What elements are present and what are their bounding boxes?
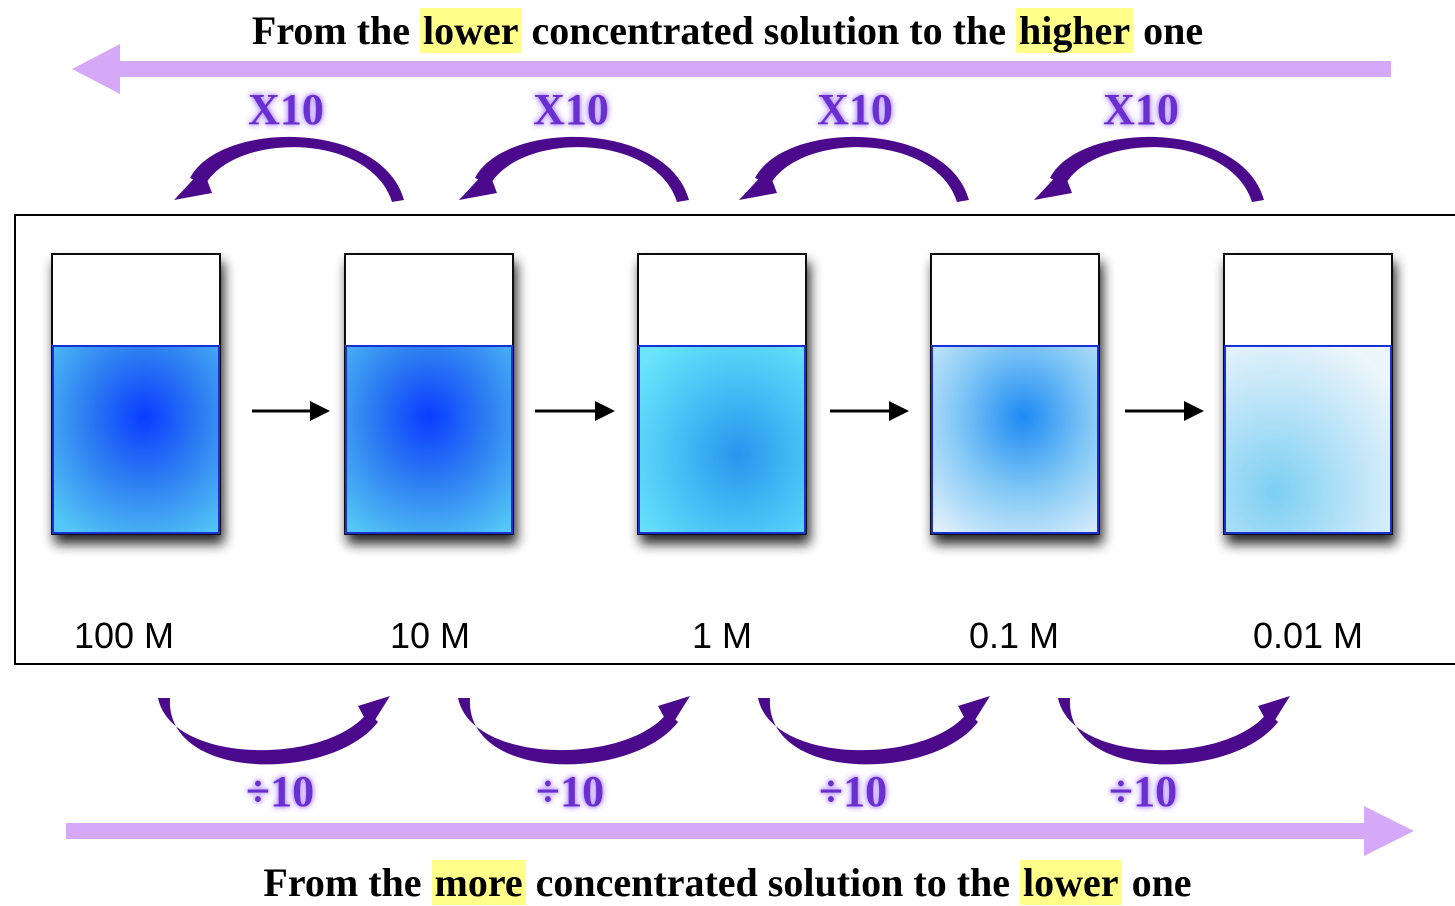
divide-label-3: ÷10: [818, 767, 888, 816]
transfer-arrows: [252, 401, 1204, 421]
transfer-arrow-2: [535, 401, 615, 421]
heading-bottom: From the more concentrated solution to t…: [0, 860, 1455, 906]
multiply-arrow-2: [459, 136, 689, 202]
transfer-arrow-3: [830, 401, 909, 421]
heading-top: From the lower concentrated solution to …: [0, 8, 1455, 54]
concentration-label-4: 0.1 M: [968, 615, 1060, 656]
divide-arrow-1: [158, 696, 390, 765]
heading-top-suffix: one: [1133, 8, 1204, 53]
divide-arrows: [158, 696, 1290, 765]
heading-bottom-prefix: From the: [263, 860, 432, 905]
heading-top-highlight-higher: higher: [1015, 8, 1134, 53]
solution-3: [638, 345, 806, 534]
heading-top-middle: concentrated solution to the: [521, 8, 1016, 53]
solution-1: [52, 345, 220, 534]
beaker-1: [51, 253, 221, 535]
multiply-arrow-3: [739, 136, 969, 202]
multiply-label-4: X10: [1103, 85, 1179, 134]
divide-arrow-4: [1058, 696, 1290, 765]
top-direction-arrow: [72, 44, 1391, 94]
multiply-label-2: X10: [533, 85, 609, 134]
heading-top-prefix: From the: [251, 8, 421, 53]
multiply-label-1: X10: [248, 85, 324, 134]
concentration-label-1: 100 M: [73, 615, 175, 656]
beaker-5: [1223, 253, 1393, 535]
beaker-2: [344, 253, 514, 535]
solution-5: [1224, 345, 1392, 534]
transfer-arrow-4: [1125, 401, 1204, 421]
multiply-label-3: X10: [817, 85, 893, 134]
concentration-label-5: 0.01 M: [1252, 615, 1364, 656]
solution-4: [931, 345, 1099, 534]
divide-label-1: ÷10: [245, 767, 315, 816]
bottom-direction-arrow: [66, 806, 1414, 856]
heading-top-highlight-lower: lower: [420, 8, 522, 53]
divide-arrow-2: [458, 696, 690, 765]
heading-bottom-middle: concentrated solution to the: [525, 860, 1021, 905]
solution-2: [345, 345, 513, 534]
beaker-4: [930, 253, 1100, 535]
multiply-arrow-4: [1034, 136, 1264, 202]
divide-label-4: ÷10: [1108, 767, 1178, 816]
multiply-arrows: [174, 136, 1264, 202]
multiply-arrow-1: [174, 136, 404, 202]
beaker-3: [637, 253, 807, 535]
divide-arrow-3: [758, 696, 990, 765]
concentration-label-3: 1 M: [691, 615, 752, 656]
transfer-arrow-1: [252, 401, 330, 421]
heading-bottom-highlight-lower: lower: [1020, 860, 1122, 905]
divide-label-2: ÷10: [535, 767, 605, 816]
concentration-label-2: 10 M: [389, 615, 471, 656]
heading-bottom-highlight-more: more: [431, 860, 526, 905]
heading-bottom-suffix: one: [1121, 860, 1192, 905]
